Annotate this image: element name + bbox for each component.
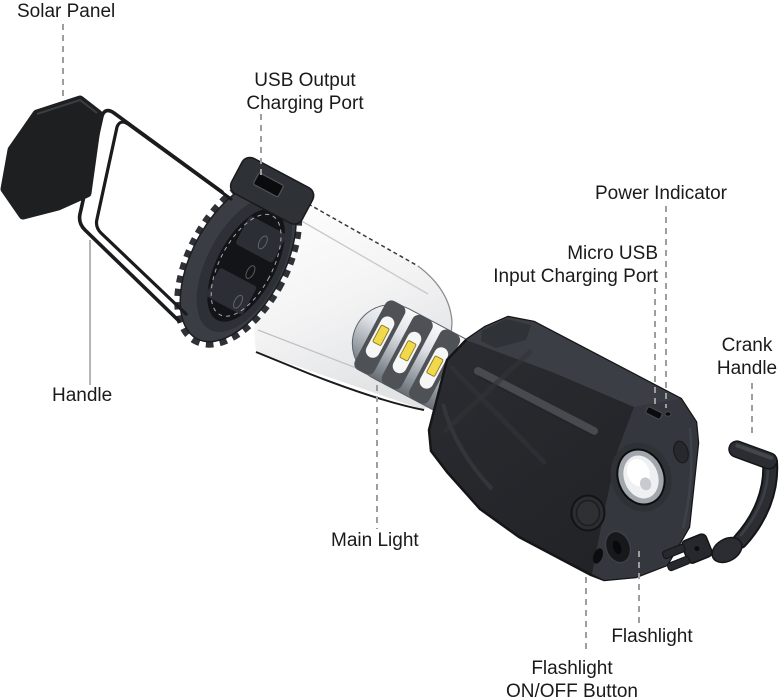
body-vent-hole bbox=[592, 548, 604, 564]
solar-panel-bevel bbox=[36, 98, 98, 115]
solar-panel-plate bbox=[0, 95, 103, 220]
crank-handle-illustration bbox=[662, 440, 779, 572]
cap-reflection-mark bbox=[245, 265, 256, 279]
body-corner-recess bbox=[673, 440, 689, 464]
label-flashlight: Flashlight bbox=[611, 626, 693, 647]
label-micro-usb-line1: Micro USB bbox=[567, 243, 658, 264]
micro-usb-opening bbox=[645, 406, 663, 420]
label-crank-handle-line1: Crank bbox=[722, 335, 773, 356]
crank-coupler-prong bbox=[662, 543, 686, 560]
crank-grip-highlight bbox=[735, 443, 774, 460]
cap-reflection-mark bbox=[233, 294, 244, 309]
crank-paddle bbox=[711, 536, 743, 564]
label-main-light: Main Light bbox=[331, 530, 419, 551]
flashlight-onoff-button-illustration bbox=[570, 494, 606, 532]
crank-grip bbox=[728, 440, 778, 470]
flashlight-body bbox=[427, 315, 700, 582]
cap-reflection-mark bbox=[257, 235, 268, 250]
label-usb-output-line1: USB Output bbox=[254, 70, 356, 91]
body-top-ridge-block bbox=[481, 319, 531, 348]
globe-facet-line bbox=[285, 211, 429, 295]
body-top-ridge-shadow bbox=[477, 375, 595, 437]
body-front-ridge bbox=[441, 403, 494, 491]
label-flashlight-onoff-line1: Flashlight bbox=[531, 658, 613, 679]
onoff-button-inner bbox=[575, 499, 601, 527]
label-usb-output-line2: Charging Port bbox=[246, 93, 364, 114]
handle-wire-inner bbox=[94, 120, 233, 316]
usb-output-port bbox=[253, 172, 284, 198]
label-solar-panel: Solar Panel bbox=[17, 1, 115, 22]
solar-panel-illustration bbox=[0, 95, 103, 220]
led-chip bbox=[372, 324, 390, 346]
cap-reflector-plate bbox=[206, 268, 257, 315]
led-chips bbox=[365, 316, 449, 389]
globe-bottom-edge bbox=[255, 351, 425, 411]
globe-end-outline bbox=[210, 213, 282, 317]
micro-usb-slot bbox=[645, 406, 663, 420]
label-micro-usb-line2: Input Charging Port bbox=[493, 266, 658, 287]
leader-lines bbox=[62, 24, 753, 653]
globe-top-edge bbox=[295, 196, 419, 267]
crank-coupler-pin bbox=[694, 546, 700, 552]
crank-arm bbox=[734, 456, 777, 547]
crank-socket-hole bbox=[612, 540, 622, 555]
globe-right-edge bbox=[417, 265, 453, 351]
crank-coupler-prong bbox=[666, 555, 691, 572]
label-power-indicator: Power Indicator bbox=[595, 183, 728, 204]
lantern-top-cap bbox=[174, 156, 315, 348]
crank-socket bbox=[604, 530, 632, 564]
led-chip bbox=[399, 340, 417, 362]
crank-coupler bbox=[662, 533, 713, 572]
flashlight-lens bbox=[610, 442, 672, 512]
power-indicator-dot bbox=[664, 411, 672, 417]
crank-arm-highlight bbox=[739, 462, 770, 537]
body-front-groove bbox=[443, 349, 533, 433]
body-front-groove bbox=[449, 365, 547, 465]
crank-grip-bar bbox=[728, 440, 778, 470]
part-labels: Solar Panel USB Output Charging Port Pow… bbox=[17, 1, 777, 700]
label-crank-handle-line2: Handle bbox=[717, 358, 777, 379]
label-handle: Handle bbox=[52, 385, 112, 406]
label-flashlight-onoff-line2: ON/OFF Button bbox=[506, 681, 638, 700]
body-end-bevel bbox=[681, 427, 693, 529]
led-chip bbox=[426, 355, 444, 377]
lens-led-chip bbox=[639, 477, 652, 491]
